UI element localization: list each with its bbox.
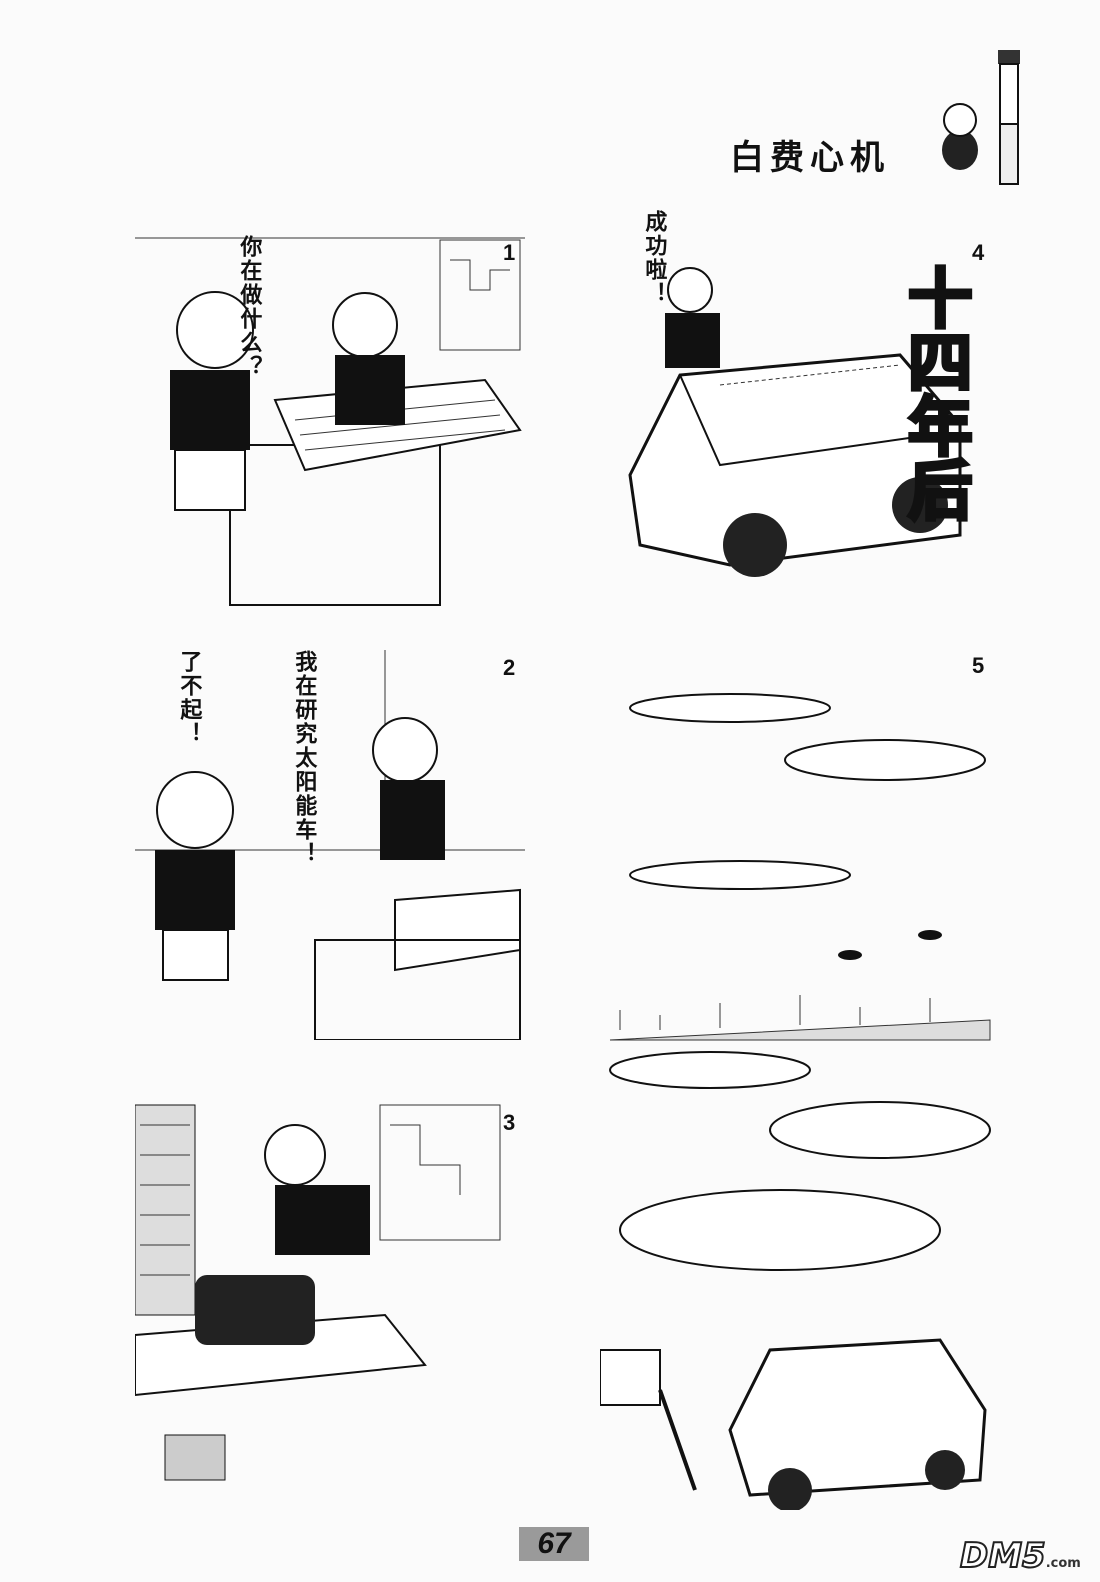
panel-4: 成功啦！ 十四年后 4 (600, 205, 1000, 635)
panel-1-drawing (135, 237, 525, 606)
panel-4-drawing (628, 267, 962, 577)
panel-2: 我在研究太阳能车！ 了不起！ 2 (135, 650, 525, 1040)
title-characters-illustration (942, 50, 1020, 185)
watermark-main: DM5 (959, 1535, 1047, 1577)
speech-bubble-amazing: 了不起！ (176, 650, 202, 746)
panel-3-drawing (135, 1104, 501, 1481)
panel-1: 你在做什么？ 1 (135, 230, 525, 640)
panel-5-drawing (600, 693, 991, 1510)
speech-bubble-success: 成功啦！ (641, 210, 667, 306)
panel-5: 5 (600, 650, 1000, 1510)
panel-1-number: 1 (503, 240, 516, 265)
page-number: 67 (519, 1527, 589, 1561)
panel-3-number: 3 (503, 1110, 516, 1135)
panel-2-number: 2 (503, 655, 516, 680)
speech-bubble-researching-solar-car: 我在研究太阳能车！ (291, 650, 317, 866)
watermark-logo: DM5.com (959, 1535, 1081, 1577)
panel-4-number: 4 (972, 240, 985, 265)
panel-5-number: 5 (972, 653, 985, 678)
speech-bubble-what-are-you-doing: 你在做什么？ (236, 235, 262, 379)
page-title: 白费心机 (730, 138, 890, 178)
watermark-suffix: .com (1045, 1556, 1081, 1571)
caption-fourteen-years-later: 十四年后 (895, 263, 973, 523)
panel-2-drawing (135, 650, 525, 1040)
panel-3: 3 (135, 1095, 525, 1485)
